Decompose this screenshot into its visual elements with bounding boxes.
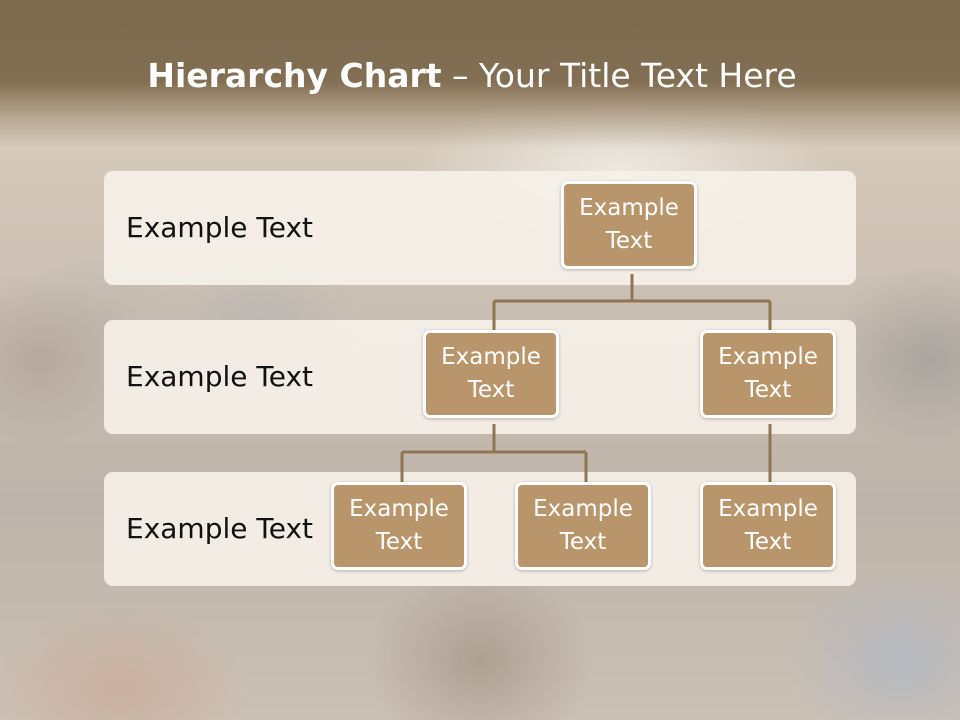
node-leaf-2-line1: Example	[533, 496, 633, 522]
title-rest: – Your Title Text Here	[441, 56, 797, 95]
node-mid-left-line2: Text	[467, 377, 515, 403]
level-label-3[interactable]: Example Text	[126, 512, 314, 545]
slide-title[interactable]: Hierarchy Chart – Your Title Text Here	[0, 56, 944, 96]
node-mid-right[interactable]: Example Text	[700, 330, 836, 418]
title-band	[0, 0, 960, 148]
node-leaf-3[interactable]: Example Text	[700, 482, 836, 570]
node-mid-right-line2: Text	[744, 377, 792, 403]
level-band-1: Example Text	[104, 171, 856, 285]
node-leaf-2[interactable]: Example Text	[515, 482, 651, 570]
node-leaf-2-line2: Text	[559, 529, 607, 555]
node-leaf-3-line2: Text	[744, 529, 792, 555]
level-label-1[interactable]: Example Text	[126, 211, 314, 244]
node-leaf-3-line1: Example	[718, 496, 818, 522]
node-mid-left-line1: Example	[441, 344, 541, 370]
node-root-line1: Example	[579, 195, 679, 221]
node-root[interactable]: Example Text	[561, 181, 697, 269]
title-bold: Hierarchy Chart	[147, 56, 442, 95]
level-label-2[interactable]: Example Text	[126, 360, 314, 393]
node-leaf-1-line1: Example	[349, 496, 449, 522]
node-leaf-1[interactable]: Example Text	[331, 482, 467, 570]
node-mid-right-line1: Example	[718, 344, 818, 370]
node-mid-left[interactable]: Example Text	[423, 330, 559, 418]
node-leaf-1-line2: Text	[375, 529, 423, 555]
node-root-line2: Text	[605, 228, 653, 254]
